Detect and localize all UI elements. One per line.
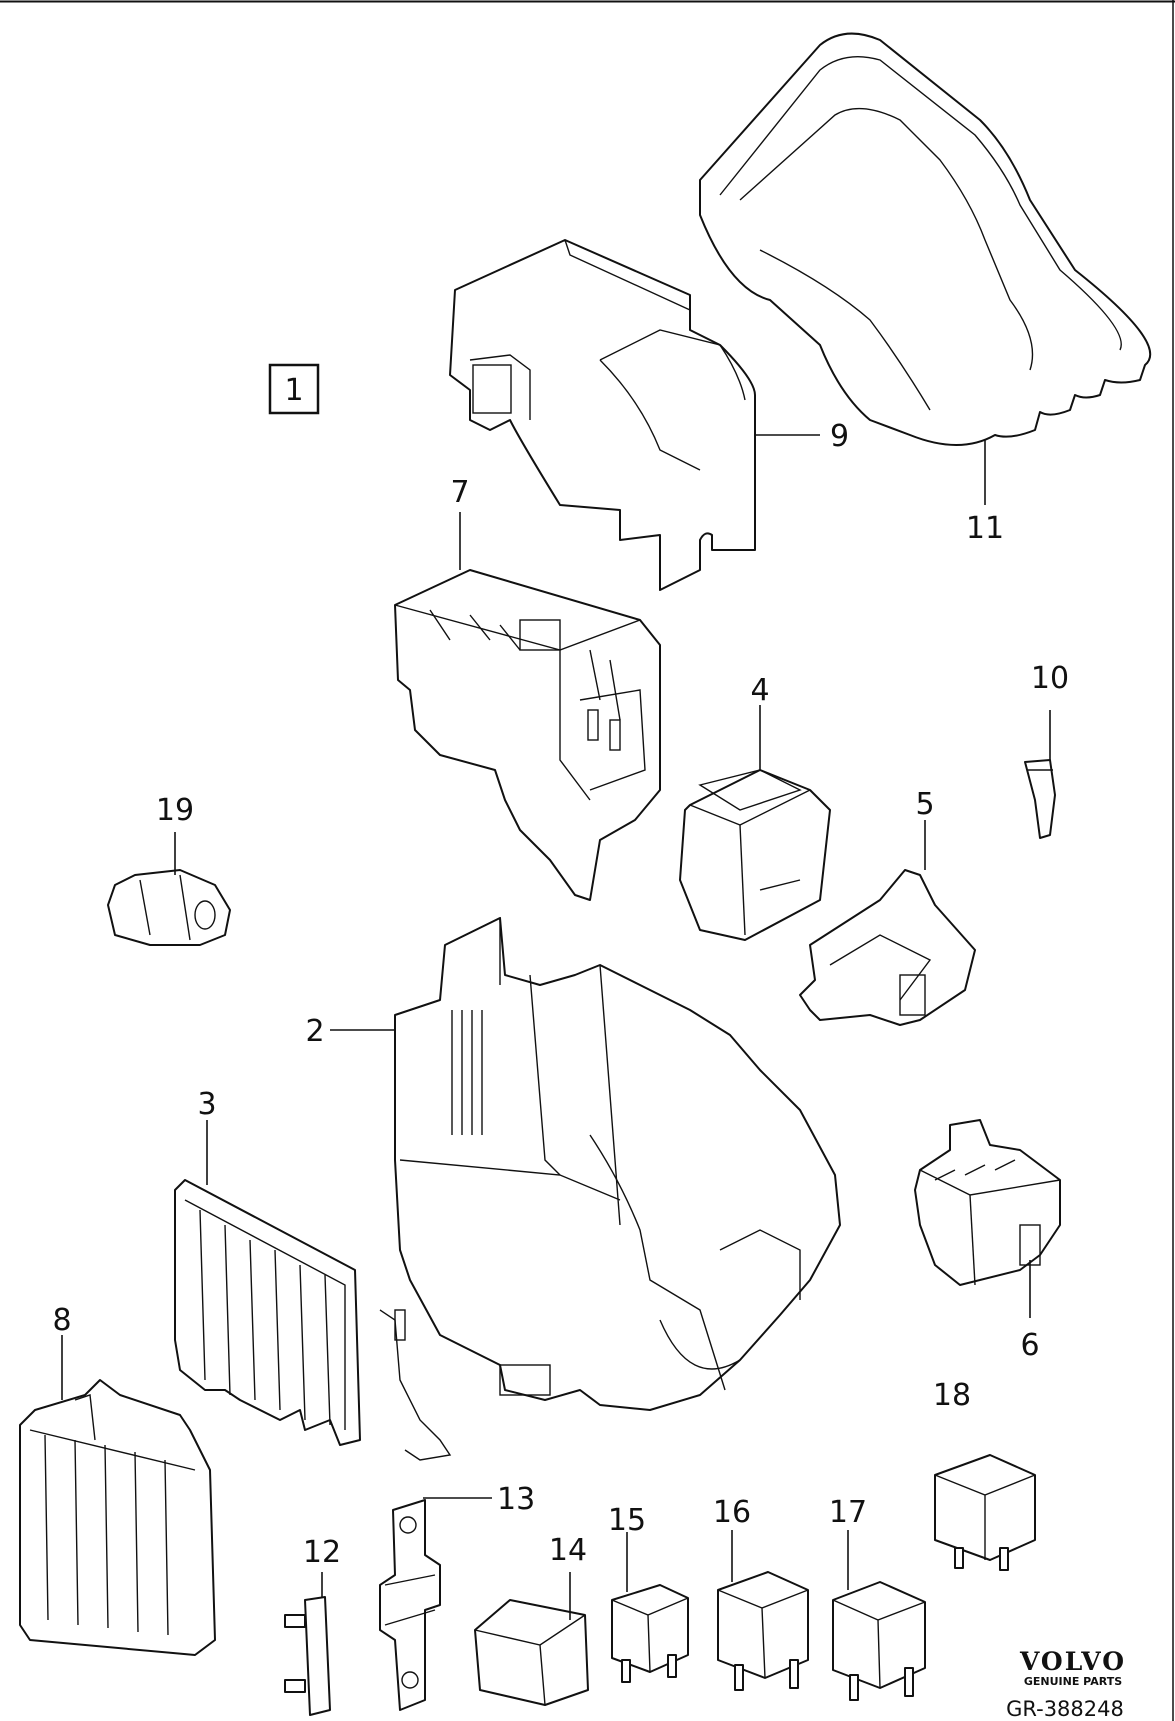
part-3-terminal-rail	[174, 1179, 452, 1461]
callout-6: 6	[1020, 1328, 1039, 1363]
part-9-housing-cover	[449, 239, 756, 591]
part-4-relay-holder	[679, 769, 831, 941]
part-6-relay-carrier	[914, 1119, 1061, 1286]
part-19-connector	[107, 869, 231, 946]
callout-4: 4	[750, 673, 769, 708]
callout-12: 12	[303, 1535, 341, 1570]
brand-name: VOLVO	[1019, 1647, 1126, 1676]
callout-11: 11	[966, 511, 1004, 546]
callout-9: 9	[830, 419, 849, 454]
callout-5: 5	[915, 787, 934, 822]
callout-13: 13	[497, 1482, 535, 1517]
part-13-strip-fuse	[379, 1499, 441, 1711]
callout-8: 8	[52, 1303, 71, 1338]
assembly-label: 1	[284, 373, 303, 408]
part-10-terminal	[1024, 759, 1056, 839]
part-16-relay	[717, 1571, 809, 1691]
callout-14: 14	[549, 1533, 587, 1568]
callout-3: 3	[197, 1087, 216, 1122]
part-17-relay	[832, 1581, 926, 1701]
callout-10: 10	[1031, 661, 1069, 696]
drawing-reference: GR-388248	[1006, 1697, 1124, 1721]
part-2-box-housing	[394, 916, 841, 1411]
callout-7: 7	[450, 475, 469, 510]
callout-15: 15	[608, 1503, 646, 1538]
volvo-logo: VOLVO GENUINE PARTS	[1019, 1647, 1126, 1688]
assembly-label-box: 1	[268, 363, 320, 415]
part-14-mini-relay	[474, 1599, 589, 1706]
part-7-relay-block	[394, 569, 661, 901]
part-11-cover	[699, 32, 1151, 446]
part-5-bracket	[799, 869, 976, 1026]
part-12-fuse	[284, 1596, 331, 1716]
callout-19: 19	[156, 793, 194, 828]
callout-16: 16	[713, 1495, 751, 1530]
callout-17: 17	[829, 1495, 867, 1530]
part-8-cover-plate	[19, 1379, 216, 1656]
brand-tagline: GENUINE PARTS	[1024, 1675, 1122, 1688]
callout-2: 2	[305, 1014, 324, 1049]
callout-18: 18	[933, 1378, 971, 1413]
part-15-micro-relay	[611, 1584, 689, 1683]
part-18-relay	[934, 1454, 1036, 1571]
